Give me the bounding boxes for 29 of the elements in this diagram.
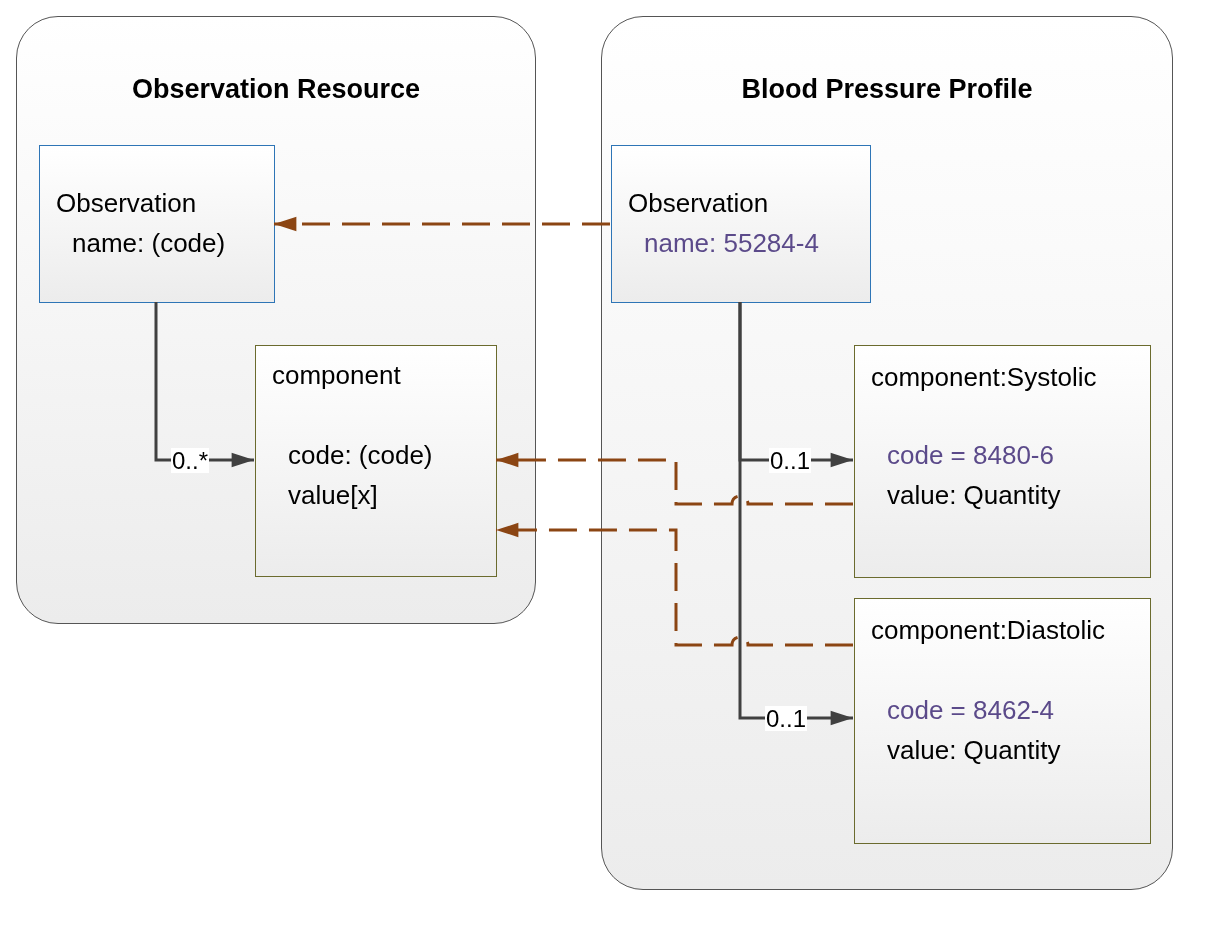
- attribute-text: code = 8480-6: [887, 440, 1054, 472]
- class-box: [39, 145, 275, 303]
- class-name: Observation: [628, 188, 769, 220]
- attribute-text: value: Quantity: [887, 735, 1061, 767]
- group-title: Observation Resource: [130, 73, 422, 106]
- group-panel: [601, 16, 1173, 890]
- multiplicity-label: 0..1: [765, 705, 808, 731]
- arrow: [738, 302, 853, 726]
- attribute-text: code: (code): [288, 440, 433, 472]
- multiplicity-label: 0..1: [769, 447, 812, 473]
- class-name: component: [272, 360, 401, 392]
- attribute-text: name: 55284-4: [644, 228, 819, 260]
- attribute-text: value: Quantity: [887, 480, 1061, 512]
- class-name: component:Diastolic: [871, 615, 1106, 647]
- class-box: [611, 145, 871, 303]
- attribute-text: value[x]: [288, 480, 378, 512]
- class-box: [255, 345, 497, 577]
- group-panel: [16, 16, 536, 624]
- class-name: Observation: [56, 188, 197, 220]
- class-name: component:Systolic: [871, 362, 1097, 394]
- class-box: [854, 598, 1151, 844]
- attribute-text: name: (code): [72, 228, 226, 260]
- dashed-arrow: [496, 522, 853, 647]
- dashed-arrow: [274, 216, 610, 232]
- group-title: Blood Pressure Profile: [740, 73, 1034, 106]
- attribute-text: code = 8462-4: [887, 695, 1054, 727]
- multiplicity-label: 0..*: [171, 447, 210, 473]
- class-box: [854, 345, 1151, 578]
- dashed-arrow: [496, 452, 853, 506]
